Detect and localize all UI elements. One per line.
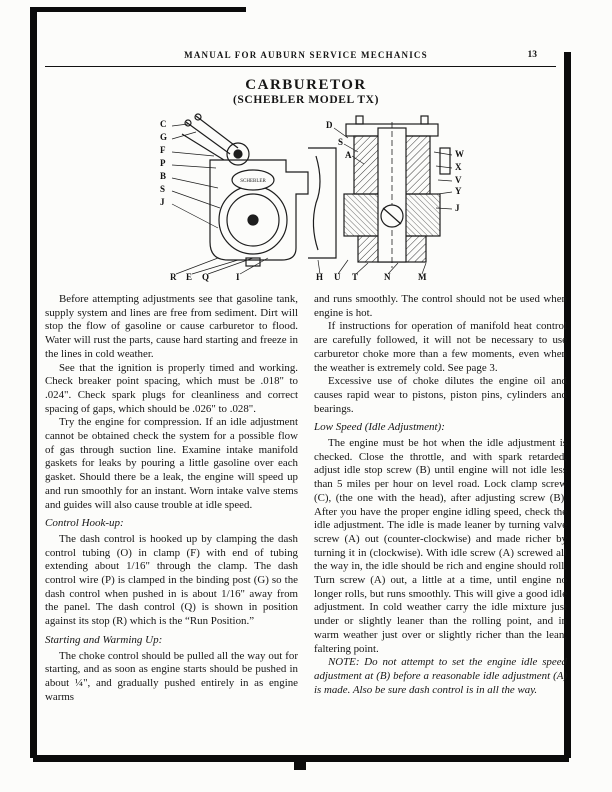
paragraph: Excessive use of choke dilutes the engin… [314, 375, 567, 415]
figure-label: S [338, 137, 344, 147]
figure-label: E [186, 272, 193, 282]
paragraph: The choke control should be pulled all t… [45, 649, 298, 703]
figure-label: U [334, 272, 341, 282]
scan-edge-bottom [33, 755, 569, 762]
section-heading-control-hookup: Control Hook-up: [45, 517, 124, 530]
figure-label: G [160, 132, 168, 142]
page-title: CARBURETOR [245, 77, 367, 93]
paragraph: If instructions for operation of manifol… [314, 320, 567, 374]
note-paragraph: NOTE: Do not attempt to set the engine i… [314, 656, 567, 696]
figure-label: V [455, 175, 462, 185]
body-columns: Before attempting adjustments see that g… [45, 293, 567, 704]
figure-label: R [170, 272, 177, 282]
scan-edge-right [564, 52, 571, 758]
figure-label: H [316, 272, 324, 282]
figure-label: S [160, 184, 166, 194]
scan-edge-left [30, 7, 37, 758]
figure-label: F [160, 145, 166, 155]
figure-label: P [160, 158, 166, 168]
figure-label: D [326, 120, 333, 130]
figure-label: N [384, 272, 391, 282]
plate-text: SCHEBLER [240, 179, 266, 184]
carburetor-cutaway-drawing: SCHEBLER [171, 113, 453, 275]
scan-edge-top [30, 7, 246, 12]
right-column: and runs smoothly. The control should no… [314, 293, 567, 704]
scan-edge-nub [294, 761, 306, 770]
page-subtitle: (SCHEBLER MODEL TX) [232, 94, 380, 106]
figure-label: A [345, 150, 352, 160]
figure-label: Y [455, 186, 462, 196]
figure-label: Q [202, 272, 210, 282]
figure-label: X [455, 162, 462, 172]
figure-label: C [160, 119, 167, 129]
figure-label: B [160, 171, 167, 181]
paragraph: The engine must be hot when the idle adj… [314, 437, 567, 655]
header-title: MANUAL FOR AUBURN SERVICE MECHANICS [184, 50, 428, 60]
running-header: MANUAL FOR AUBURN SERVICE MECHANICS 13 [45, 50, 567, 64]
left-column: Before attempting adjustments see that g… [45, 293, 298, 704]
figure-label: T [352, 272, 359, 282]
paragraph: Before attempting adjustments see that g… [45, 293, 298, 360]
paragraph: The dash control is hooked up by clampin… [45, 532, 298, 628]
paragraph: Try the engine for compression. If an id… [45, 416, 298, 511]
figure-label: M [418, 272, 427, 282]
carburetor-diagram: SCHEBLER C G F P B S J D S A W X V Y J R… [158, 108, 468, 290]
figure-label: J [455, 203, 460, 213]
figure-label: I [236, 272, 240, 282]
section-heading-low-speed: Low Speed (Idle Adjustment): [314, 421, 445, 434]
section-heading-starting-warming: Starting and Warming Up: [45, 633, 163, 646]
page-number: 13 [527, 50, 538, 60]
header-rule [45, 66, 556, 67]
paragraph: and runs smoothly. The control should no… [314, 293, 567, 319]
paragraph: See that the ignition is properly timed … [45, 361, 298, 415]
figure-label: J [160, 197, 165, 207]
figure-label: W [455, 149, 464, 159]
